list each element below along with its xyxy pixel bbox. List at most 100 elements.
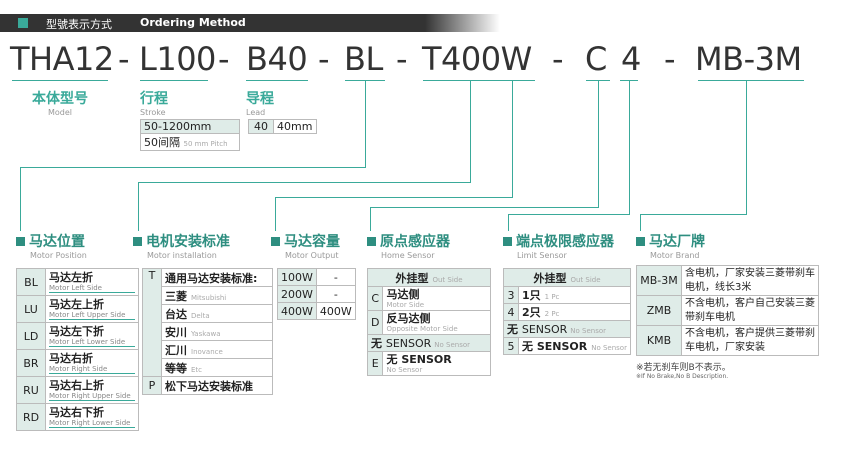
code-sensor: C (585, 40, 607, 78)
stroke-table: 50-1200mm 50间隔 50 mm Pitch (140, 119, 240, 151)
connector-install-v2 (138, 182, 139, 231)
cell-value: 400W (315, 302, 356, 320)
cell-cn: 马达左下折 (49, 324, 104, 338)
cell-en: Motor Side (386, 300, 425, 309)
limit-sensor-heading: 端点极限感应器 Limit Sensor (503, 231, 614, 260)
table-row: 200W- (277, 285, 356, 303)
brand-en: Etc (191, 365, 203, 374)
cell-code: BR (16, 349, 46, 377)
motor-install-subtitle: Motor installation (147, 251, 217, 260)
header-square-icon (18, 18, 28, 28)
code-limit: 4 (621, 40, 641, 78)
header-bar: 型號表示方式 Ordering Method (0, 14, 500, 32)
code-position: BL (344, 40, 383, 78)
connector-limit-v1 (629, 80, 630, 215)
brand-en: Yaskawa (191, 329, 221, 338)
none-en: No Sensor (570, 327, 607, 335)
lead-label: 导程 Lead (246, 88, 274, 117)
cell-code: E (366, 351, 384, 376)
code-dash-3: - (318, 40, 330, 78)
motor-brand-note-en: ※If No Brake,No B Description. (636, 373, 729, 380)
code-dash-1: - (118, 40, 130, 78)
code-dash-2: - (218, 40, 230, 78)
cell-code: LU (16, 295, 46, 323)
motor-brand-heading: 马达厂牌 Motor Brand (636, 231, 705, 260)
cell-code: ZMB (636, 295, 682, 326)
underline-lead (246, 80, 308, 81)
motor-install-heading: 电机安装标准 Motor installation (133, 231, 230, 260)
connector-output-h (275, 197, 513, 198)
none-code: 无 (507, 323, 522, 336)
head-cn: 外挂型 (533, 271, 567, 285)
cell-code: KMB (636, 325, 682, 356)
table-row: 100W- (277, 268, 356, 286)
cell-cn: 马达左折 (49, 270, 93, 284)
lead-value: 40mm (273, 119, 317, 134)
connector-brand-v2 (640, 214, 641, 231)
brand-cn: 汇川 (165, 343, 187, 357)
cell-code: BL (16, 268, 46, 296)
brand-cn: 三菱 (165, 289, 187, 303)
underline-stroke (140, 80, 208, 81)
limit-sensor-subtitle: Limit Sensor (517, 251, 567, 260)
cell-cn: 无 SENSOR (522, 340, 588, 353)
stroke-subtitle: Stroke (140, 108, 166, 117)
cell-code: 3 (503, 286, 519, 304)
square-icon (271, 237, 280, 246)
cell-value: - (315, 285, 356, 303)
connector-position-h (20, 167, 366, 168)
connector-install-v1 (470, 80, 471, 183)
home-sensor-title: 原点感应器 (380, 234, 450, 250)
cell-code: C (366, 286, 384, 311)
motor-position-title: 马达位置 (29, 234, 85, 250)
connector-sensor-h (370, 207, 599, 208)
cell-en: Opposite Motor Side (386, 324, 458, 333)
stroke-pitch-en: 50 mm Pitch (183, 140, 228, 148)
motor-position-heading: 马达位置 Motor Position (16, 231, 87, 260)
lead-title: 导程 (246, 91, 274, 107)
underline-model (12, 80, 108, 81)
code-brand: MB-3M (695, 40, 802, 78)
cell-value: - (315, 268, 356, 286)
connector-sensor-v1 (598, 80, 599, 208)
cell-code: 5 (503, 337, 519, 355)
cell-code: RD (16, 403, 46, 431)
connector-output-v2 (275, 197, 276, 231)
head-cn: 外挂型 (395, 271, 429, 285)
square-icon (636, 237, 645, 246)
motor-position-subtitle: Motor Position (30, 251, 87, 260)
cell-cn: 无 SENSOR (386, 352, 452, 366)
model-subtitle: Model (47, 108, 73, 117)
cell-desc: 不含电机，客户自己安装三菱带刹车电机 (681, 295, 819, 326)
cell-cn: 马达左上折 (49, 297, 104, 311)
code-dash-5: - (552, 40, 564, 78)
cell-code: T (142, 268, 162, 377)
